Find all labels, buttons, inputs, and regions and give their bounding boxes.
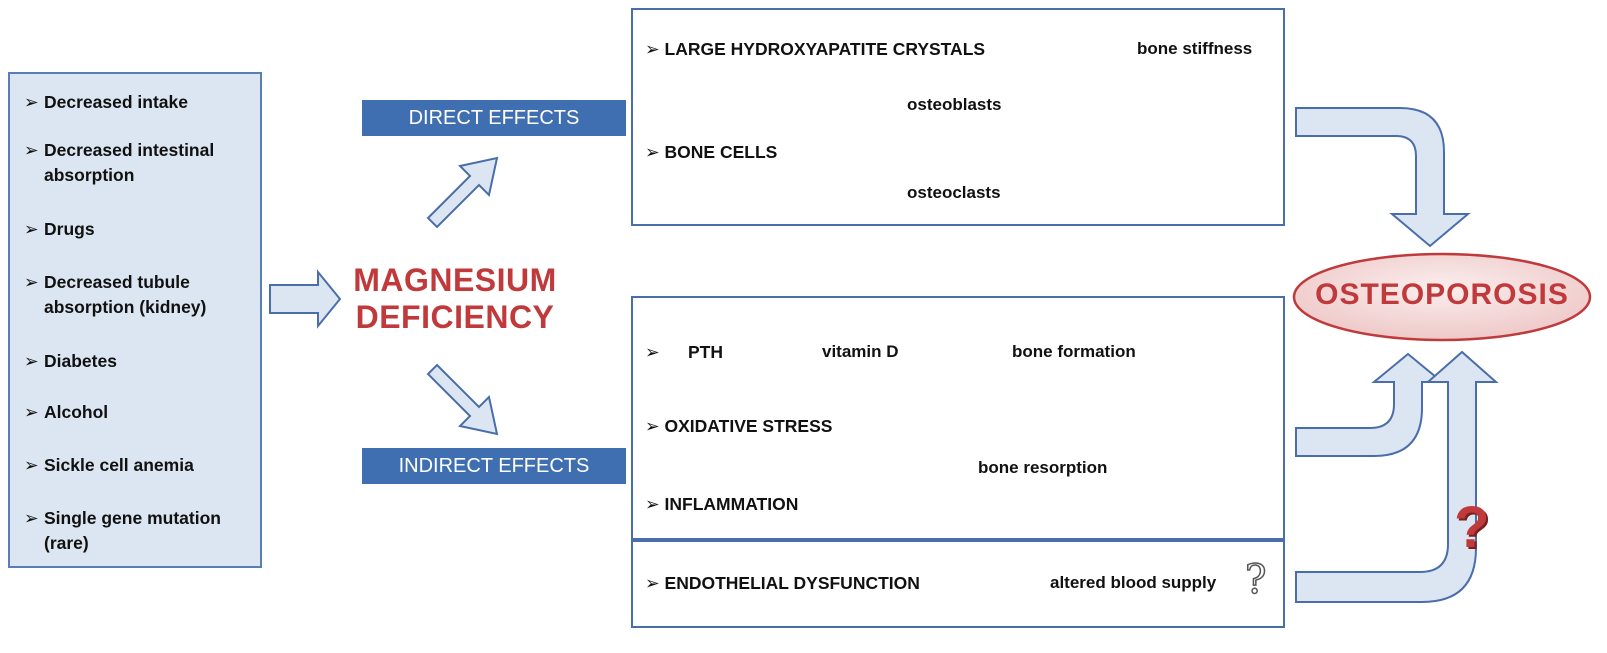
cause-item: ➢ Diabetes (24, 349, 254, 374)
osteoclasts-text: osteoclasts (907, 183, 1001, 202)
cause-item: ➢ Decreased intake (24, 90, 254, 115)
question-mark-icon: ? (1244, 557, 1267, 603)
direct-effects-panel (631, 8, 1285, 226)
oxidative-stress-text: ➢ OXIDATIVE STRESS (645, 416, 833, 436)
indirect-effects-panel (631, 296, 1285, 540)
osteoporosis-label: OSTEOPOROSIS (1315, 278, 1569, 311)
cause-text: Drugs (44, 219, 95, 239)
osteoblasts-text: osteoblasts (907, 95, 1002, 114)
indirect-to-osteoporosis-arrow (1295, 352, 1445, 457)
vitamin-d-text: vitamin D (822, 342, 899, 361)
bone-formation-text: bone formation (1012, 342, 1136, 361)
cause-text: Diabetes (44, 351, 117, 371)
to-direct-arrow (426, 156, 499, 229)
endothelial-panel (631, 540, 1285, 628)
endothelial-to-osteoporosis-arrow (1295, 350, 1499, 603)
to-indirect-arrow (426, 363, 499, 436)
endothelial-text: ➢ ENDOTHELIAL DYSFUNCTION (645, 573, 920, 593)
causes-to-deficiency-arrow (269, 269, 342, 329)
title-line-2: DEFICIENCY (355, 299, 555, 335)
cause-text: Single gene mutation (rare) (44, 508, 221, 553)
cause-item: ➢ Alcohol (24, 400, 254, 425)
pth-bullet: ➢ (645, 342, 660, 362)
direct-effects-banner: DIRECT EFFECTS (362, 100, 626, 136)
inflammation-text: ➢ INFLAMMATION (645, 494, 799, 514)
stiffness-text: bone stiffness (1137, 39, 1253, 58)
osteoporosis-oval (1292, 252, 1592, 342)
cause-text: Decreased intestinal absorption (44, 140, 215, 185)
causes-box: ➢ Decreased intake ➢ Decreased intestina… (8, 72, 262, 568)
cause-item: ➢ Decreased intestinal absorption (24, 138, 254, 188)
blood-supply-text: altered blood supply (1050, 573, 1217, 592)
cause-text: Decreased tubule absorption (kidney) (44, 272, 207, 317)
indirect-effects-banner: INDIRECT EFFECTS (362, 448, 626, 484)
cause-item: ➢ Sickle cell anemia (24, 453, 254, 478)
direct-to-osteoporosis-arrow (1295, 107, 1471, 248)
cause-item: ➢ Drugs (24, 217, 254, 242)
bone-cells-text: ➢ BONE CELLS (645, 142, 778, 162)
cause-item: ➢ Decreased tubule absorption (kidney) (24, 270, 254, 320)
title-line-1: MAGNESIUM (353, 262, 557, 298)
crystals-text: ➢ LARGE HYDROXYAPATITE CRYSTALS (645, 39, 986, 59)
red-question-mark-icon: ? (1454, 495, 1490, 560)
pth-text: PTH (688, 342, 723, 362)
cause-text: Sickle cell anemia (44, 455, 194, 475)
magnesium-deficiency-title: MAGNESIUM DEFICIENCY (340, 262, 570, 336)
cause-text: Alcohol (44, 402, 109, 422)
bone-resorption-text: bone resorption (978, 458, 1108, 477)
cause-item: ➢ Single gene mutation (rare) (24, 506, 254, 556)
cause-text: Decreased intake (44, 92, 188, 112)
